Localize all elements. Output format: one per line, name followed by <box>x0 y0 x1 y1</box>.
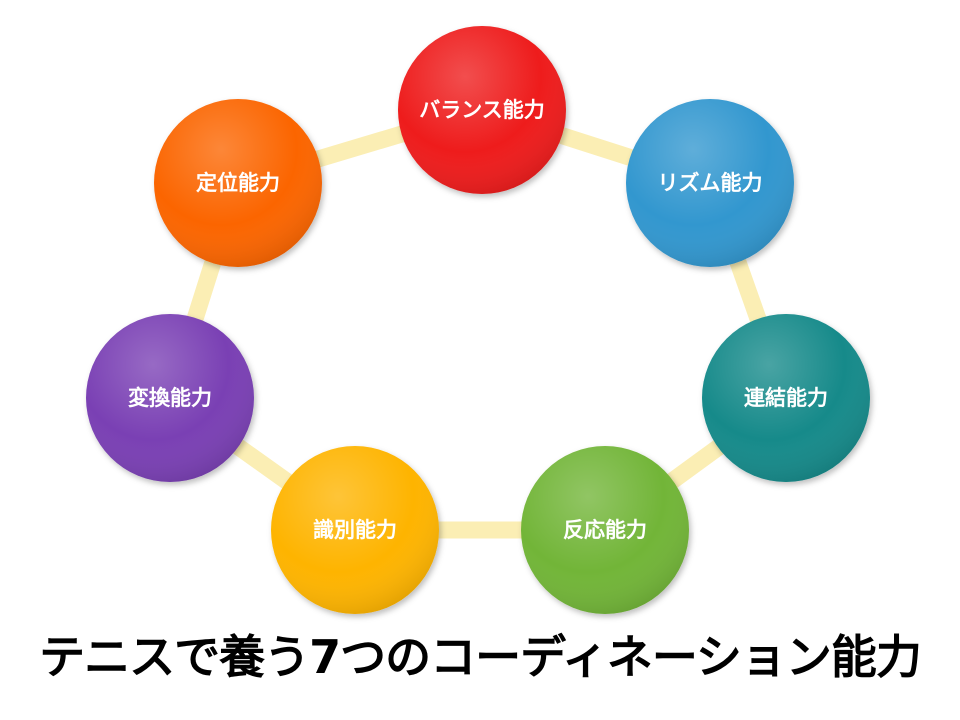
node-balance: バランス能力 <box>398 26 566 194</box>
node-reaction-label: 反応能力 <box>563 518 647 542</box>
node-linking-label: 連結能力 <box>744 386 828 410</box>
node-reaction-shine <box>521 446 689 614</box>
node-rhythm-shine <box>626 99 794 267</box>
node-transformation-shine <box>86 314 254 482</box>
node-linking-shine <box>702 314 870 482</box>
node-balance-label: バランス能力 <box>419 98 545 122</box>
node-transformation-label: 変換能力 <box>128 386 212 410</box>
node-orientation-shine <box>154 99 322 267</box>
node-reaction: 反応能力 <box>521 446 689 614</box>
node-orientation: 定位能力 <box>154 99 322 267</box>
node-rhythm-label: リズム能力 <box>658 171 763 195</box>
diagram-caption: テニスで養う7つのコーディネーション能力 <box>39 630 922 684</box>
node-discrimination-label: 識別能力 <box>313 518 397 542</box>
node-rhythm: リズム能力 <box>626 99 794 267</box>
node-transformation: 変換能力 <box>86 314 254 482</box>
node-linking: 連結能力 <box>702 314 870 482</box>
node-discrimination: 識別能力 <box>271 446 439 614</box>
node-orientation-label: 定位能力 <box>196 171 280 195</box>
node-discrimination-shine <box>271 446 439 614</box>
node-balance-shine <box>398 26 566 194</box>
